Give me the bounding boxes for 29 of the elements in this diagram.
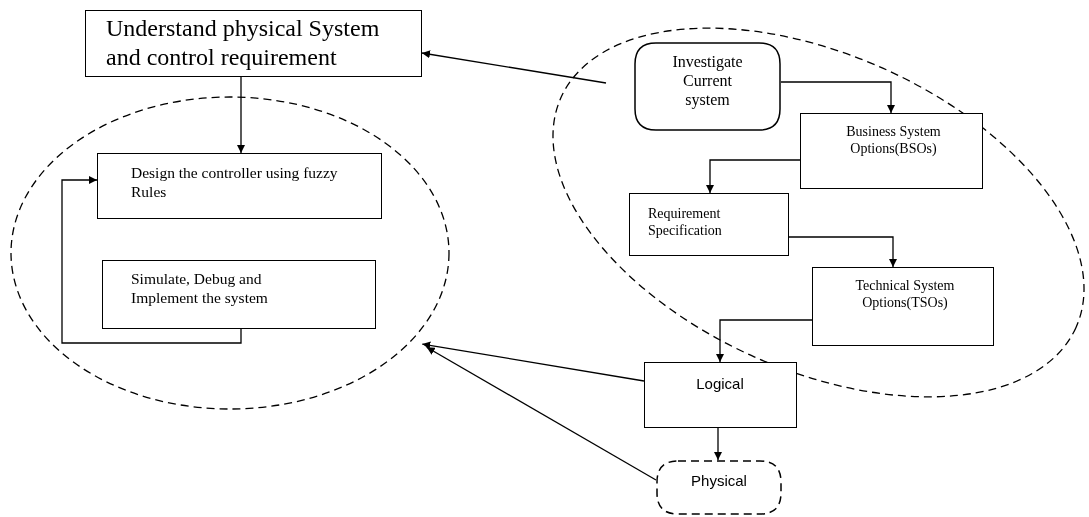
node-label: Understand physical System and control requirement [106, 14, 381, 72]
process-box [85, 10, 422, 77]
arrow [421, 50, 607, 84]
node-label: Design the controller using fuzzy Rules [131, 164, 339, 202]
node-label: Logical [695, 375, 745, 393]
dashed-rounded-box [656, 460, 782, 515]
dashed-ellipse [10, 96, 450, 410]
arrow [61, 176, 242, 344]
arrow [716, 319, 813, 363]
process-box [812, 267, 994, 346]
process-box [102, 260, 376, 329]
node-label: Physical [690, 472, 748, 490]
process-box [629, 193, 789, 256]
node-label: Business System Options(BSOs) [845, 124, 942, 158]
rounded-box [634, 42, 781, 131]
arrow [780, 81, 895, 114]
node-label: Technical System Options(TSOs) [854, 278, 956, 312]
arrow [714, 427, 722, 461]
arrow [426, 346, 657, 481]
process-box [644, 362, 797, 428]
node-label: Requirement Specification [648, 206, 723, 240]
process-box [800, 113, 983, 189]
process-box [97, 153, 382, 219]
arrow [788, 236, 897, 268]
node-label: Investigate Current system [671, 52, 744, 110]
arrow [421, 341, 645, 382]
node-label: Simulate, Debug and Implement the system [131, 270, 269, 308]
arrow [706, 159, 801, 194]
arrow [237, 76, 245, 154]
